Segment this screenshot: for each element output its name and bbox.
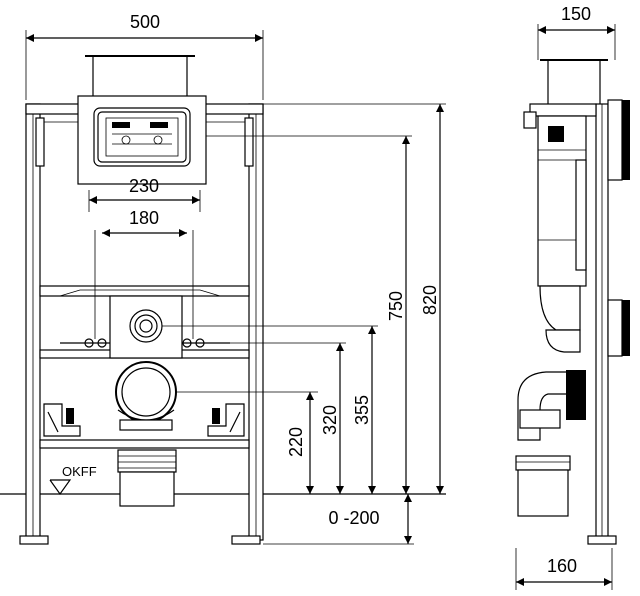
dimension-230: 230 — [88, 176, 201, 212]
drain-bend — [115, 361, 177, 431]
side-wall-plate-middle — [607, 299, 623, 357]
cross-rail — [39, 285, 250, 297]
actuator-plate — [77, 95, 207, 185]
right-foot-bracket — [207, 403, 245, 437]
front-view: OKFF 500 230 180 820 — [0, 12, 446, 545]
bottom-rail — [39, 439, 250, 449]
upper-pipe-connection — [109, 295, 183, 359]
dim-depth-bottom-label: 160 — [547, 556, 577, 576]
right-frame-column — [231, 103, 264, 545]
floor-level-symbol — [49, 479, 72, 496]
drain-sleeve — [117, 449, 177, 507]
dimension-320: 320 — [320, 343, 344, 494]
left-frame-column — [19, 103, 49, 545]
dimension-adjust: 0 -200 — [328, 494, 412, 544]
dimension-750: 750 — [386, 136, 410, 494]
left-foot-bracket — [43, 403, 81, 437]
dim-depth-top-label: 150 — [561, 4, 591, 24]
dim-bolt-spacing-label: 180 — [129, 208, 159, 228]
dim-adjust-label: 0 -200 — [328, 508, 379, 528]
floor-label: OKFF — [62, 464, 97, 479]
dim-lower-pipe-label: 220 — [286, 427, 306, 457]
dimension-355: 355 — [352, 326, 376, 494]
side-wall-plate-top — [607, 99, 623, 181]
dim-mount-height-label: 820 — [420, 285, 440, 315]
dim-actuator-height-label: 750 — [386, 291, 406, 321]
dimension-220: 220 — [286, 392, 314, 494]
dim-upper-pipe-label: 355 — [352, 395, 372, 425]
dimension-160: 160 — [515, 548, 613, 590]
side-cistern — [523, 103, 597, 353]
dimension-150: 150 — [537, 4, 616, 60]
side-view: 150 — [515, 4, 630, 590]
dim-width-label: 500 — [130, 12, 160, 32]
dim-bolt-height-label: 320 — [320, 405, 340, 435]
dimension-500: 500 — [25, 12, 264, 100]
dimension-180: 180 — [102, 208, 187, 237]
dim-plate-width-label: 230 — [129, 176, 159, 196]
dimension-820: 820 — [420, 104, 444, 494]
side-rear-column — [587, 103, 617, 545]
side-drain-bend — [515, 370, 586, 517]
